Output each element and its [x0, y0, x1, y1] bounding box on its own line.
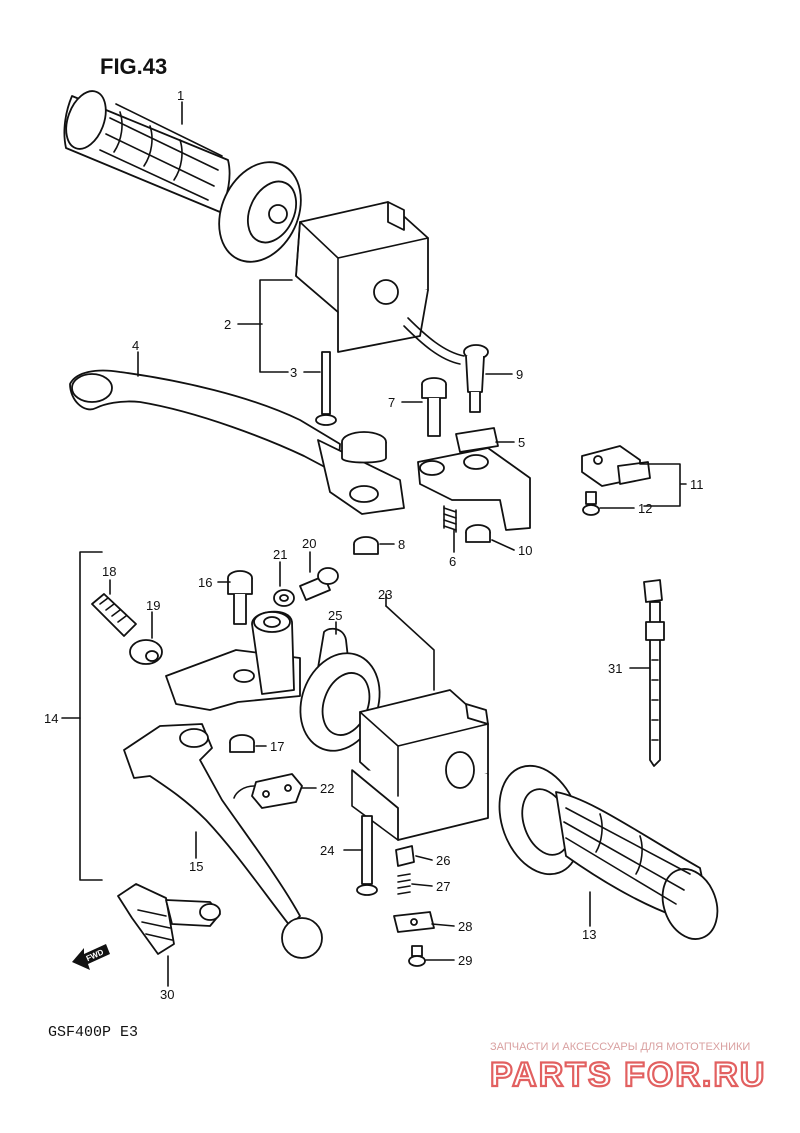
callout-29: 29 [458, 953, 472, 968]
nut-17-part [229, 734, 255, 753]
callout-24: 24 [320, 843, 334, 858]
callout-11: 11 [690, 477, 704, 492]
screw-12-part [582, 491, 600, 516]
bolt-16-part [227, 570, 253, 625]
callout-12: 12 [638, 501, 652, 516]
callout-9: 9 [516, 367, 523, 382]
callout-18: 18 [102, 564, 116, 579]
group-23-bracket [385, 605, 435, 691]
callout-10: 10 [518, 543, 532, 558]
spring-27-part [397, 873, 411, 895]
callout-21: 21 [273, 547, 287, 562]
watermark-tagline: ЗАПЧАСТИ И АКСЕССУАРЫ ДЛЯ МОТОТЕХНИКИ [490, 1041, 750, 1053]
callout-1: 1 [177, 88, 184, 103]
callout-5: 5 [518, 435, 525, 450]
figure-title: FIG.43 [100, 54, 167, 79]
callout-27: 27 [436, 879, 450, 894]
pivot-bolt-7-part [421, 377, 447, 437]
callout-7: 7 [388, 395, 395, 410]
switch-30-part [117, 883, 221, 955]
callout-22: 22 [320, 781, 334, 796]
cap-26-part [395, 845, 415, 867]
callout-28: 28 [458, 919, 472, 934]
leader-lines [61, 101, 687, 987]
brake-lever-part [123, 723, 323, 959]
plate-28-part [393, 911, 435, 933]
lever-bracket-part [417, 427, 531, 531]
callout-15: 15 [189, 859, 203, 874]
screw-29-part [408, 945, 426, 967]
brake-lever-holder-part [165, 610, 301, 711]
callout-31: 31 [608, 661, 622, 676]
fwd-label: FWD [85, 947, 106, 963]
right-switch-housing-part [351, 689, 489, 841]
callout-14: 14 [44, 711, 58, 726]
right-grip-part [498, 764, 719, 940]
clip-22-part [233, 773, 303, 809]
clutch-lever-part [69, 369, 405, 515]
model-code: GSF400P E3 [48, 1024, 138, 1041]
switch-11-part [581, 445, 651, 487]
bolt-20-part [299, 567, 339, 601]
callout-17: 17 [270, 739, 284, 754]
callout-3: 3 [290, 365, 297, 380]
adjuster-18-part [91, 593, 137, 637]
washer-21-part [273, 589, 295, 607]
callout-26: 26 [436, 853, 450, 868]
callout-2: 2 [224, 317, 231, 332]
callout-4: 4 [132, 338, 139, 353]
spring-6-part [443, 505, 457, 533]
watermark-brand: PARTS FOR.RU [490, 1056, 766, 1094]
fwd-arrow-icon: FWD [72, 944, 110, 970]
left-switch-housing-part [295, 201, 465, 365]
locknut-19-part [129, 639, 163, 665]
nut-8-part [353, 536, 379, 555]
left-grip-part [63, 90, 302, 263]
callout-25: 25 [328, 608, 342, 623]
callout-30: 30 [160, 987, 174, 1002]
screw-3-part [315, 351, 337, 426]
callout-labels: 1 2 3 4 5 6 7 8 9 10 11 12 13 14 15 16 1… [44, 88, 704, 1002]
nut-10-part [465, 524, 491, 543]
callout-20: 20 [302, 536, 316, 551]
group-14-bracket [79, 551, 103, 881]
pivot-bolt-9-part [463, 344, 489, 413]
callout-16: 16 [198, 575, 212, 590]
callout-23: 23 [378, 587, 392, 602]
cable-tie-31-part [643, 579, 665, 767]
callout-8: 8 [398, 537, 405, 552]
callout-19: 19 [146, 598, 160, 613]
callout-6: 6 [449, 554, 456, 569]
screw-24-part [356, 815, 378, 896]
callout-13: 13 [582, 927, 596, 942]
